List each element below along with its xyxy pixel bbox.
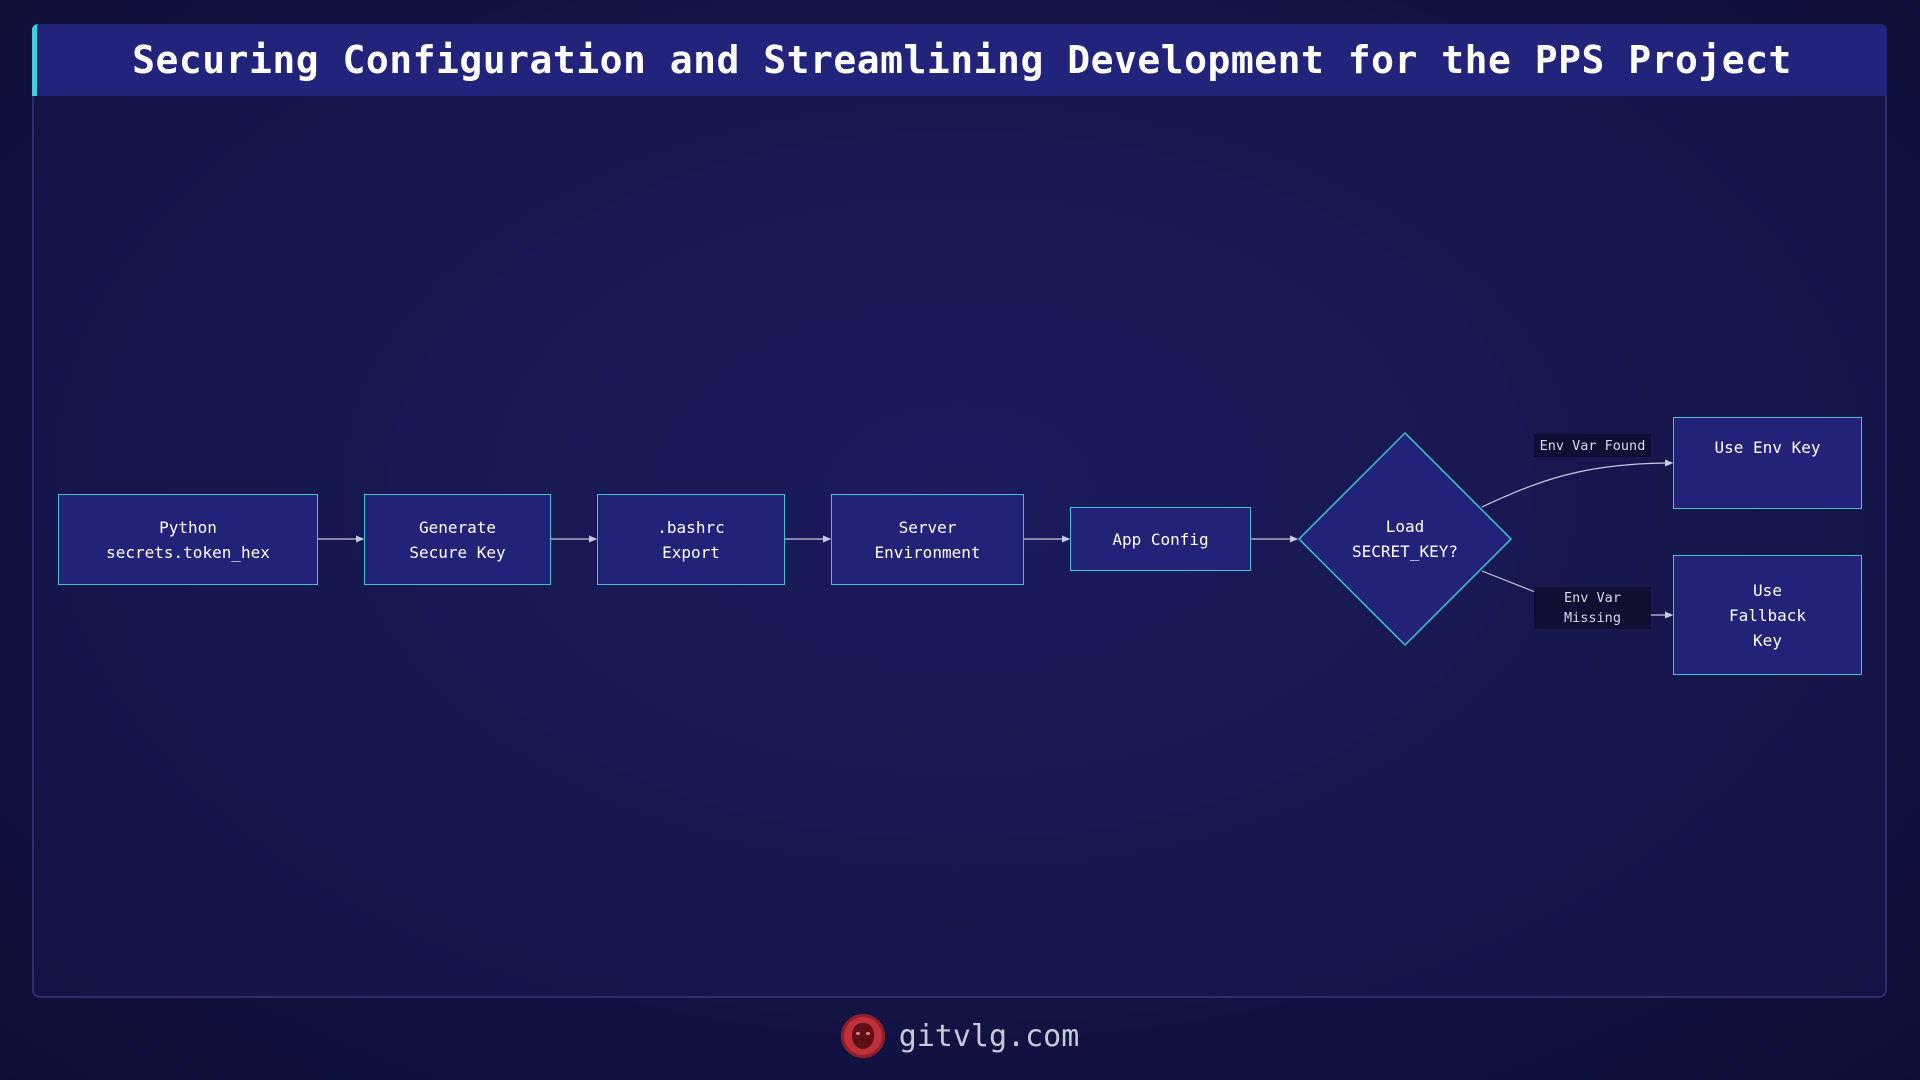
node-server-environment-label: Server Environment [874,517,981,562]
page-title: Securing Configuration and Streamlining … [132,38,1792,82]
node-generate-key: Generate Secure Key [364,494,551,585]
node-server-environment: Server Environment [831,494,1024,585]
node-bashrc-export: .bashrc Export [597,494,785,585]
edge-label-found: Env Var Found [1534,434,1651,457]
footer-site-link[interactable]: gitvlg.com [898,1018,1080,1054]
decision-diamond [1297,431,1513,647]
node-bashrc-export-label: .bashrc Export [657,517,725,562]
lion-logo-icon [840,1014,885,1058]
node-use-env-key: Use Env Key [1673,417,1862,509]
node-use-fallback-key: Use Fallback Key [1673,555,1862,675]
node-app-config-label: App Config [1112,529,1209,549]
node-app-config: App Config [1070,507,1251,571]
node-python-label: Python secrets.token_hex [106,517,270,562]
node-generate-key-label: Generate Secure Key [409,517,506,562]
title-bar: Securing Configuration and Streamlining … [32,24,1887,96]
decision-label: Load SECRET_KEY? [1352,517,1458,561]
edge-label-missing: Env Var Missing [1534,587,1651,629]
node-use-fallback-key-label: Use Fallback Key [1728,580,1807,650]
node-use-env-key-label: Use Env Key [1714,438,1821,457]
footer: gitvlg.com [0,1010,1920,1062]
node-python: Python secrets.token_hex [58,494,318,585]
edge-found [1481,459,1674,508]
